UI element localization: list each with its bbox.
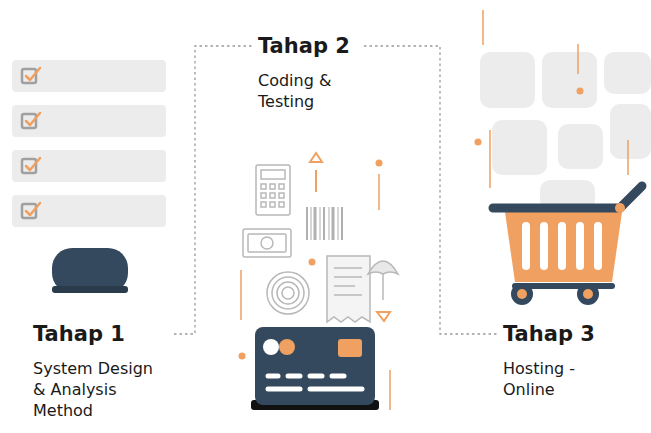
stage-block: Tahap 1 System Design & Analysis Method [33,320,168,421]
checklist [12,60,166,293]
stage-title: Tahap 2 [258,32,358,60]
dashed-connector [174,46,252,334]
stage-title: Tahap 1 [33,320,168,348]
stage-title: Tahap 3 [503,320,598,348]
dashed-connector [364,46,497,334]
stage-description: Hosting - Online [503,358,598,400]
stage-block: Tahap 2 Coding & Testing [258,32,358,112]
stage-description: Coding & Testing [258,70,358,112]
shopping-cart [493,186,642,305]
tile-pattern [480,52,651,210]
stage-description: System Design & Analysis Method [33,358,168,421]
accent-marks [239,153,391,410]
accent-marks [475,10,629,188]
credit-card [251,327,379,410]
stage-block: Tahap 3 Hosting - Online [503,320,598,400]
payment-icons [243,165,398,322]
